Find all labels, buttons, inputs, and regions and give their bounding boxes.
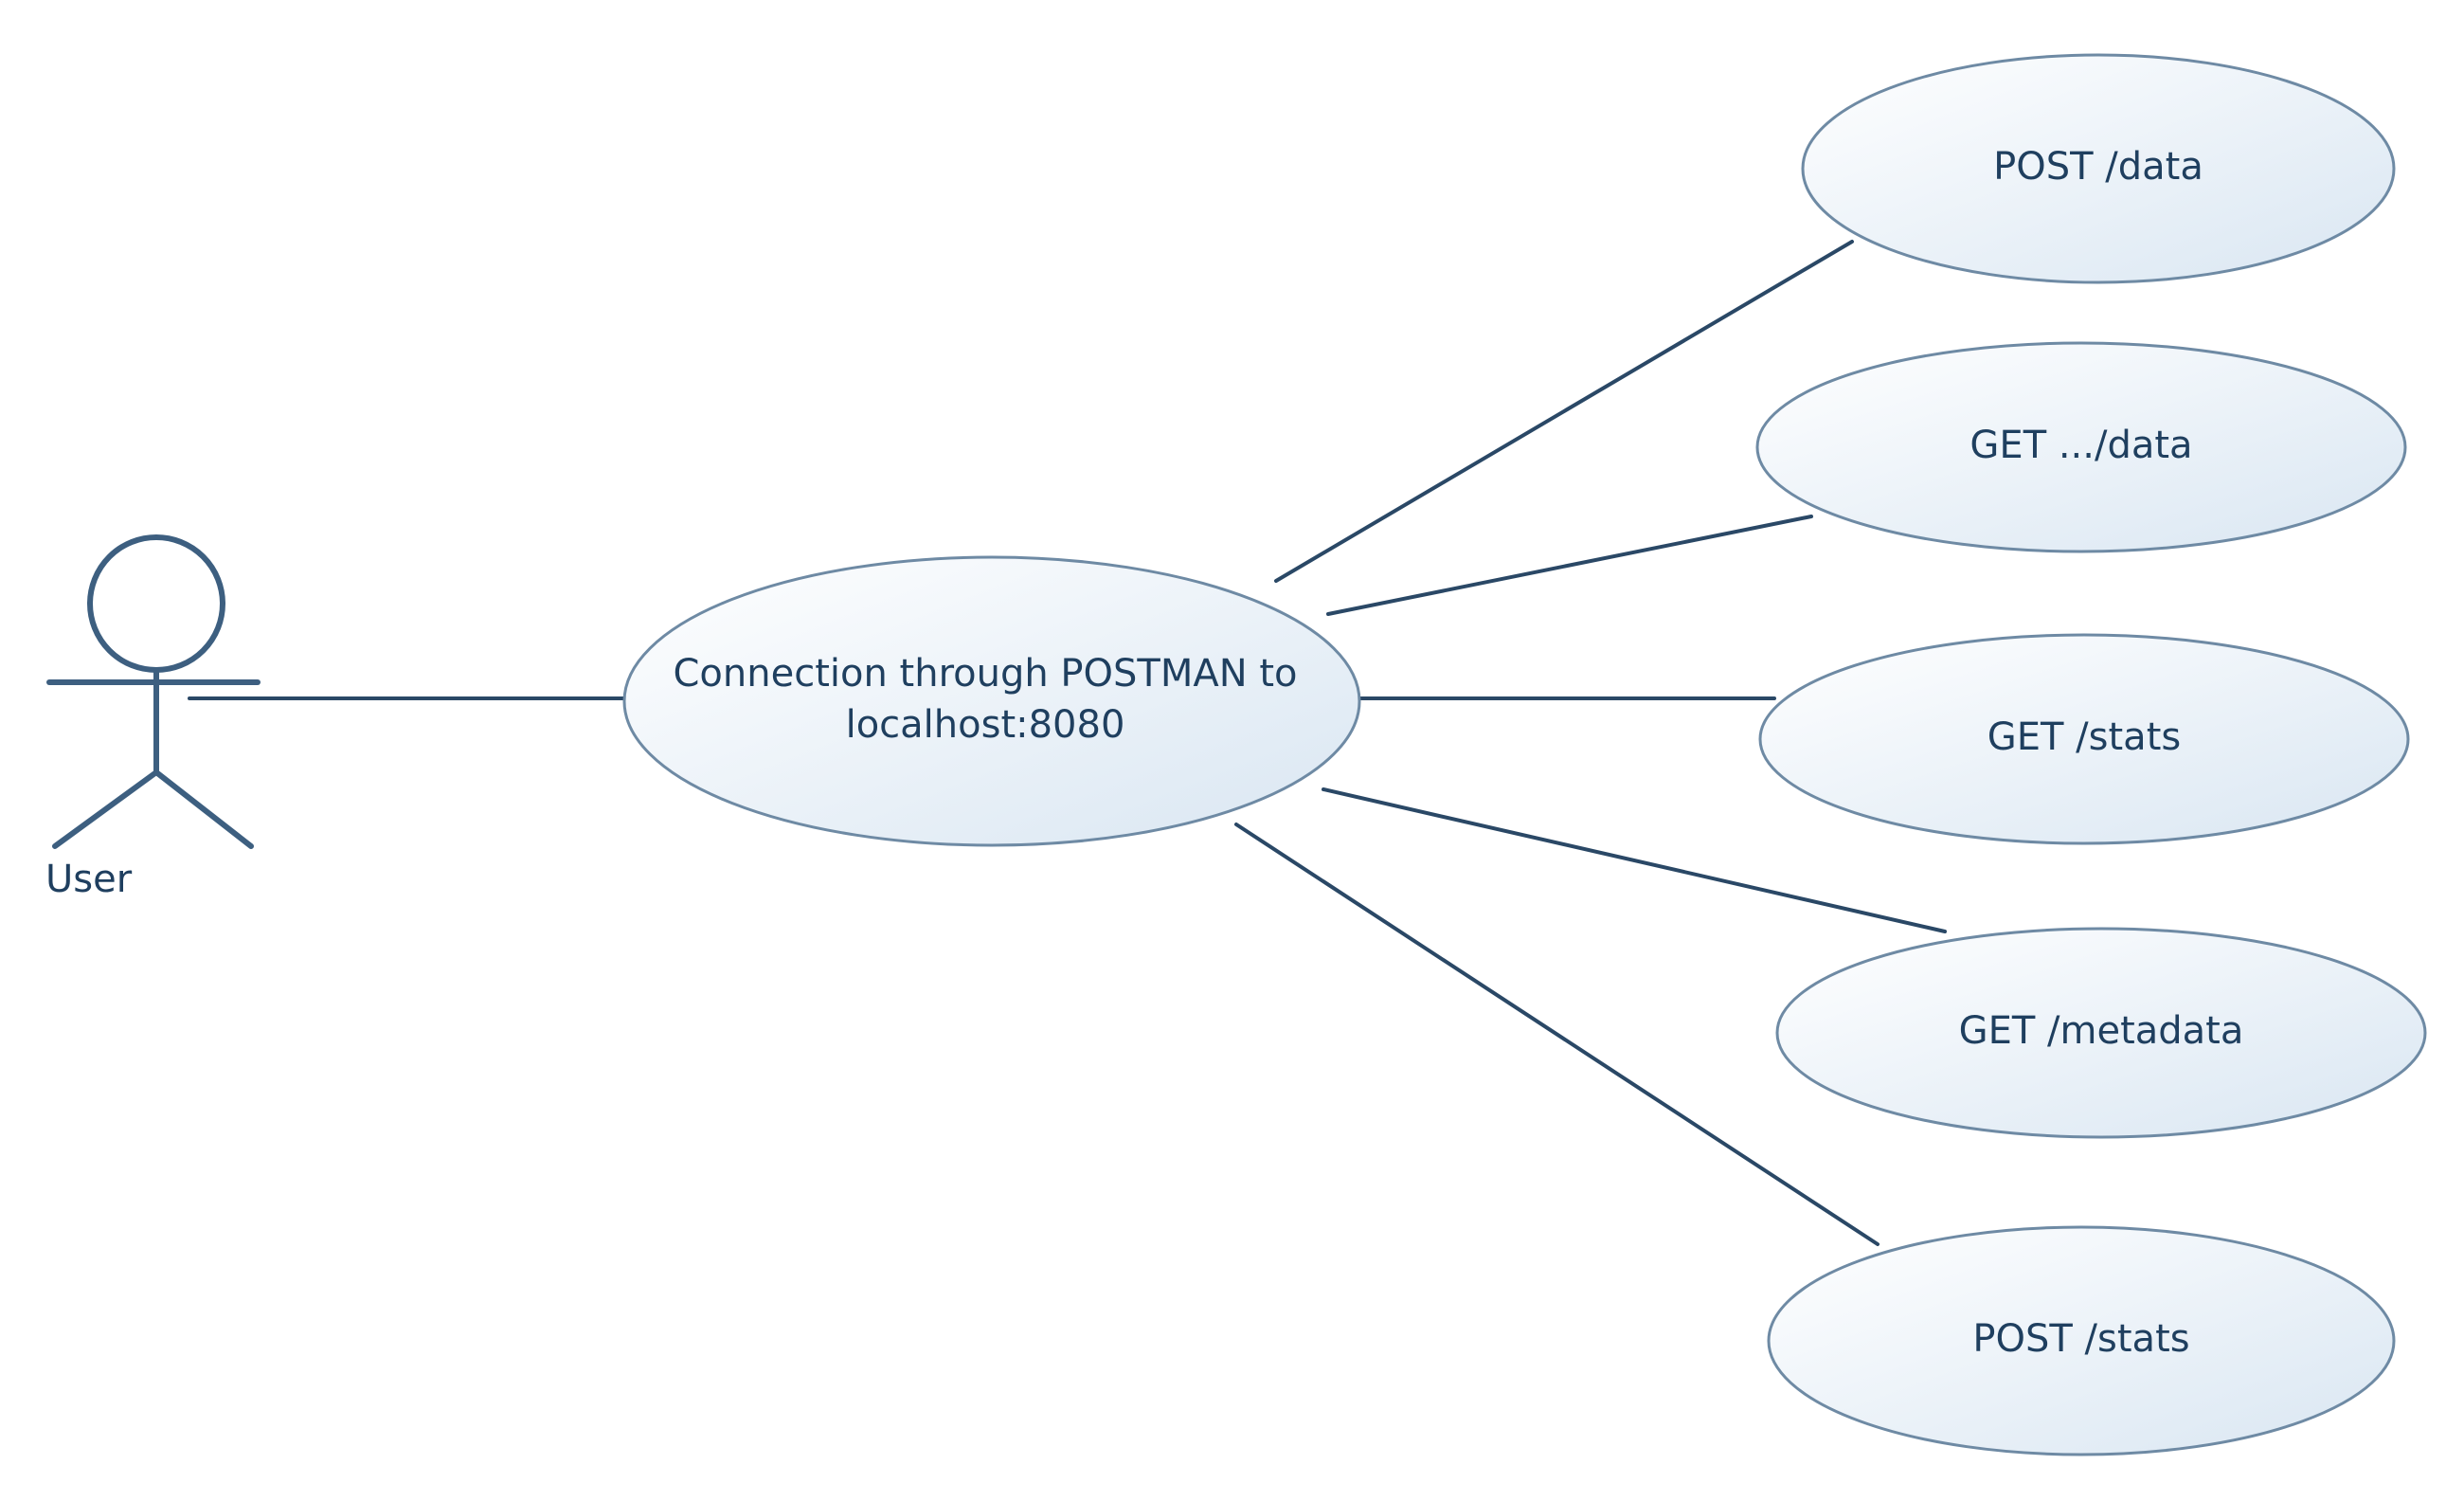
use-case-get-metadata[interactable]: GET /metadata (1775, 927, 2427, 1139)
actor-head (87, 534, 225, 673)
use-case-get-data[interactable]: GET .../data (1755, 341, 2407, 553)
use-case-get-metadata-ellipse (1775, 927, 2427, 1139)
association-connection-to-post-stats (1234, 823, 1879, 1246)
use-case-post-data-ellipse (1801, 53, 2396, 284)
association-connection-to-get-metadata (1322, 787, 1947, 933)
actor-user[interactable]: User (45, 534, 261, 901)
use-case-post-data[interactable]: POST /data (1801, 53, 2396, 284)
actor-label: User (45, 858, 133, 901)
use-case-get-data-ellipse (1755, 341, 2407, 553)
actor-left-leg (52, 769, 159, 849)
use-case-get-stats-label: GET /stats (1987, 715, 2181, 759)
use-case-connection-label-line-2: localhost:8080 (846, 703, 1125, 747)
use-case-post-stats-label: POST /stats (1972, 1317, 2189, 1361)
use-case-get-stats[interactable]: GET /stats (1758, 633, 2410, 845)
use-case-connection-ellipse (622, 555, 1361, 847)
actor-right-leg (153, 769, 254, 849)
use-case-connection-label-line-1: Connection through POSTMAN to (673, 652, 1297, 696)
associations (188, 240, 1947, 1246)
use-case-get-data-label: GET .../data (1969, 424, 2192, 467)
use-case-get-stats-ellipse (1758, 633, 2410, 845)
association-connection-to-post-data (1274, 240, 1854, 583)
use-case-post-stats[interactable]: POST /stats (1767, 1225, 2396, 1456)
use-case-post-data-label: POST /data (1993, 145, 2203, 189)
association-connection-to-get-data (1326, 515, 1813, 616)
use-case-connection[interactable]: Connection through POSTMAN to localhost:… (622, 555, 1361, 847)
use-case-post-stats-ellipse (1767, 1225, 2396, 1456)
use-case-get-metadata-label: GET /metadata (1959, 1009, 2244, 1053)
